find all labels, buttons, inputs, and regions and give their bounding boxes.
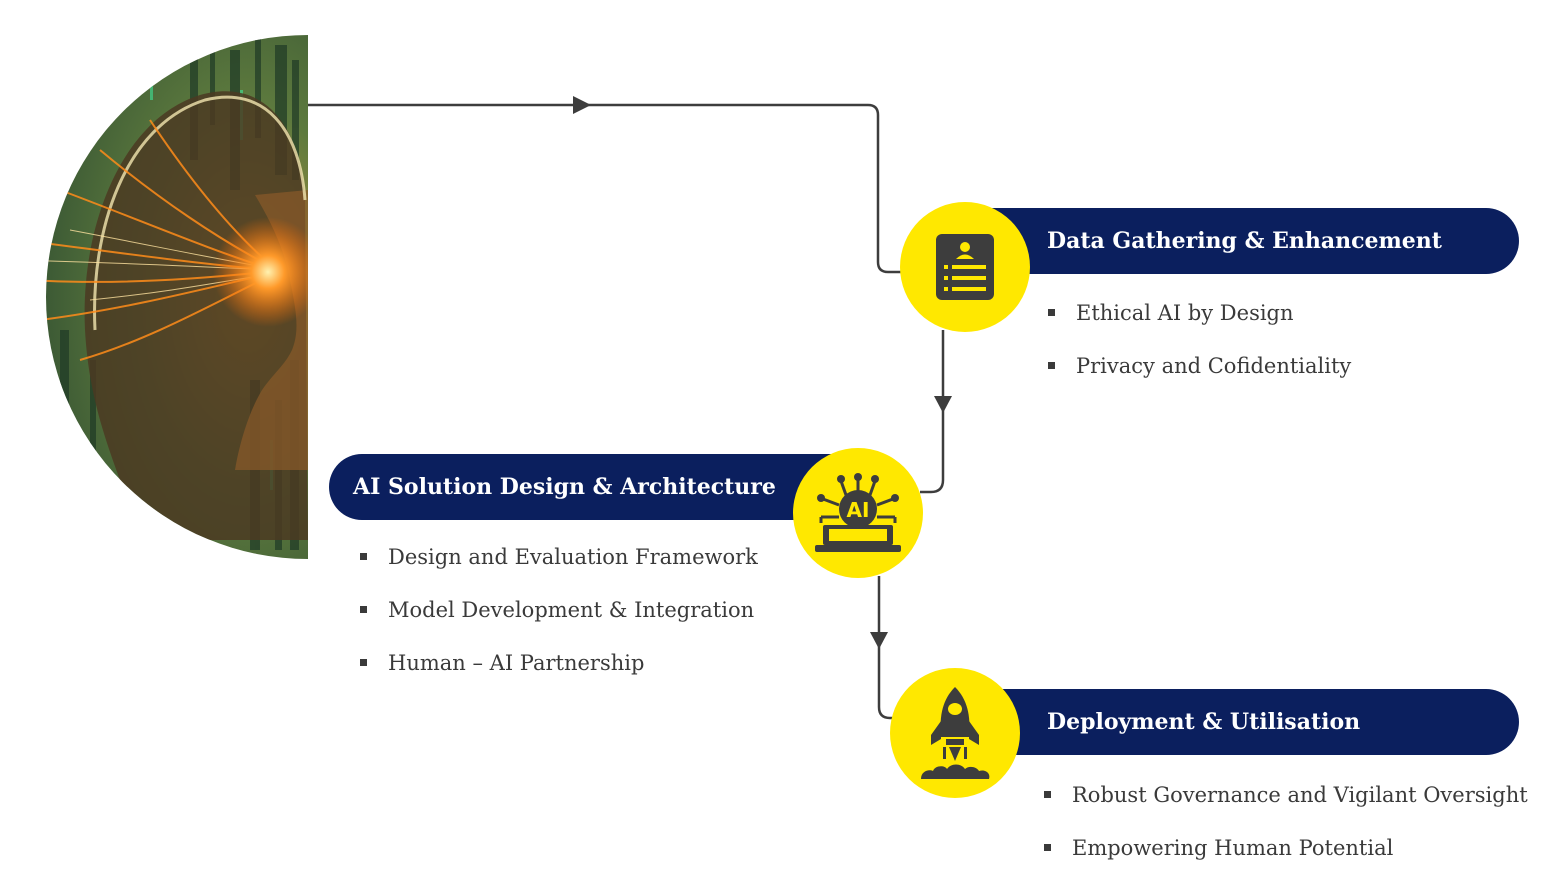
list-item: Human – AI Partnership [360,650,758,703]
arrow-down-icon [870,632,888,649]
ai-laptop-icon: AI [815,473,901,552]
stage-list-deploy: Robust Governance and Vigilant Oversight… [1044,782,1528,888]
list-item: Design and Evaluation Framework [360,544,758,597]
bullet-square-icon [360,553,367,560]
stage-list-data: Ethical AI by Design Privacy and Cofiden… [1048,300,1351,406]
bullet-square-icon [360,606,367,613]
stage-list-design: Design and Evaluation Framework Model De… [360,544,758,703]
stage-icon-badge-data [900,202,1030,332]
arrow-right-icon [573,96,591,114]
bullet-square-icon [1044,844,1051,851]
bullet-square-icon [1048,309,1055,316]
list-item: Ethical AI by Design [1048,300,1351,353]
bullet-square-icon [360,659,367,666]
list-item: Robust Governance and Vigilant Oversight [1044,782,1528,835]
ai-badge-text: AI [847,498,870,522]
arrow-down-icon [934,396,952,413]
bullet-square-icon [1044,791,1051,798]
stage-icon-badge-deploy [890,668,1020,798]
profile-document-icon [936,234,994,300]
stage-title-data-gathering: Data Gathering & Enhancement [975,208,1519,274]
stage-icon-badge-design: AI [793,448,923,578]
list-item: Privacy and Cofidentiality [1048,353,1351,406]
stage-title-ai-solution-design: AI Solution Design & Architecture [329,454,869,520]
connector-hero-to-data [308,103,905,274]
list-item: Empowering Human Potential [1044,835,1528,888]
list-item: Model Development & Integration [360,597,758,650]
connector-data-to-design [920,330,945,494]
bullet-square-icon [1048,362,1055,369]
rocket-icon [921,687,990,779]
connector-design-to-deploy [877,576,895,720]
stage-title-deployment: Deployment & Utilisation [975,689,1519,755]
